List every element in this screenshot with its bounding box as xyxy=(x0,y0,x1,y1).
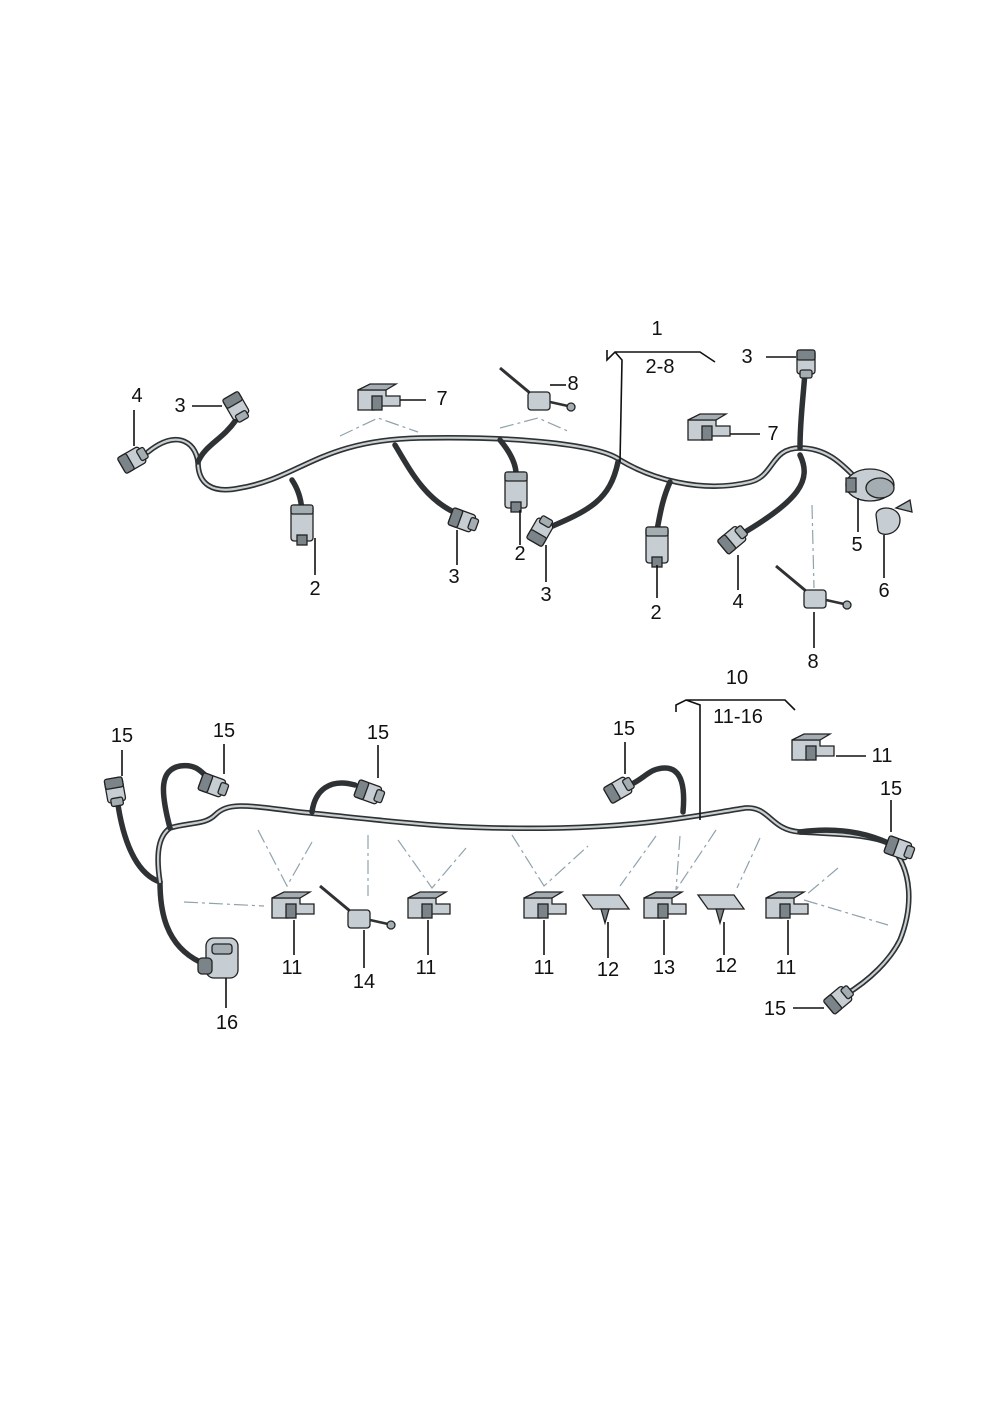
round-connector-5[interactable] xyxy=(845,468,895,502)
callout-8-top: 8 xyxy=(567,373,578,395)
connector-housing-15-d[interactable] xyxy=(882,834,917,863)
lower-branch-15b xyxy=(309,780,358,815)
callout-group-1: 1 xyxy=(651,318,662,340)
callout-8-bottom: 8 xyxy=(807,651,818,673)
callout-15-d: 15 xyxy=(880,778,902,800)
callout-group-10: 10 xyxy=(726,667,748,689)
connector-housing-3-top[interactable] xyxy=(796,349,816,379)
connector-housing-4-right[interactable] xyxy=(716,522,751,556)
callout-15-b: 15 xyxy=(367,722,389,744)
upper-branch-3d xyxy=(797,369,808,451)
clip-12-right[interactable] xyxy=(697,894,745,924)
callout-13: 13 xyxy=(653,957,675,979)
clip-12-left[interactable] xyxy=(582,894,630,924)
callout-11-c: 11 xyxy=(534,957,555,979)
connector-housing-3-left[interactable] xyxy=(221,390,253,426)
upper-branch-3c xyxy=(545,459,621,531)
callout-5: 5 xyxy=(851,534,862,556)
callout-14: 14 xyxy=(353,971,375,993)
connector-plug-2-mid[interactable] xyxy=(504,471,528,513)
callout-3-mid: 3 xyxy=(448,566,459,588)
holder-6[interactable] xyxy=(875,498,913,535)
connector-housing-15-a[interactable] xyxy=(196,771,231,800)
upper-branch-2c xyxy=(654,479,673,533)
lower-branch-15a xyxy=(160,762,213,831)
callout-3-right: 3 xyxy=(540,584,551,606)
callout-2-left: 2 xyxy=(309,578,320,600)
callout-11-top: 11 xyxy=(872,745,893,767)
callout-group-10-range: 11-16 xyxy=(713,706,763,728)
bracket-clip-11-top[interactable] xyxy=(791,733,835,761)
upper-branch-3a xyxy=(195,417,239,465)
bracket-clip-7-right[interactable] xyxy=(687,413,731,441)
connector-housing-3-mid[interactable] xyxy=(446,506,481,535)
lower-branch-15d xyxy=(797,827,891,846)
callout-4-right: 4 xyxy=(732,591,743,613)
connector-housing-15-left[interactable] xyxy=(103,775,128,808)
connector-housing-15-c[interactable] xyxy=(602,773,638,805)
bracket-clip-11-d[interactable] xyxy=(765,891,809,919)
bracket-clip-11-c[interactable] xyxy=(523,891,567,919)
upper-branch-2b xyxy=(497,437,519,475)
callout-15-left: 15 xyxy=(111,725,133,747)
upper-branch-4b xyxy=(737,452,807,538)
callout-15-a: 15 xyxy=(213,720,235,742)
callout-12-right: 12 xyxy=(715,955,737,977)
callout-6: 6 xyxy=(878,580,889,602)
bracket-clip-7-left[interactable] xyxy=(357,383,401,411)
callout-11-a: 11 xyxy=(282,957,303,979)
callout-3-left: 3 xyxy=(174,395,185,417)
callout-7-right: 7 xyxy=(767,423,778,445)
connector-plug-2-left[interactable] xyxy=(290,504,314,546)
bracket-clip-11-a[interactable] xyxy=(271,891,315,919)
callout-12-left: 12 xyxy=(597,959,619,981)
connector-housing-15-bottom[interactable] xyxy=(822,982,857,1016)
callout-3-top: 3 xyxy=(741,346,752,368)
callout-11-b: 11 xyxy=(416,957,437,979)
callout-15-bottom: 15 xyxy=(764,998,786,1020)
callout-7-left: 7 xyxy=(436,388,447,410)
callout-4-left: 4 xyxy=(131,385,142,407)
connector-housing-3-right[interactable] xyxy=(525,512,557,548)
callout-15-c: 15 xyxy=(613,718,635,740)
connector-housing-15-b[interactable] xyxy=(352,778,387,807)
upper-branch-3b xyxy=(392,442,461,517)
callout-group-1-range: 2-8 xyxy=(646,356,675,378)
callout-2-right: 2 xyxy=(650,602,661,624)
connector-plug-2-right[interactable] xyxy=(645,526,669,568)
callout-16: 16 xyxy=(216,1012,238,1034)
connector-housing-16[interactable] xyxy=(197,937,239,979)
lower-branch-15c xyxy=(627,765,687,815)
bracket-clip-13[interactable] xyxy=(643,891,687,919)
bracket-clip-11-b[interactable] xyxy=(407,891,451,919)
lower-harness xyxy=(103,699,917,1016)
upper-harness xyxy=(116,349,913,648)
cable-tie-14[interactable] xyxy=(318,884,397,931)
callout-2-mid: 2 xyxy=(514,543,525,565)
cable-tie-8-top[interactable] xyxy=(498,366,577,413)
connector-housing-4-left[interactable] xyxy=(116,443,152,475)
callout-11-d: 11 xyxy=(776,957,797,979)
